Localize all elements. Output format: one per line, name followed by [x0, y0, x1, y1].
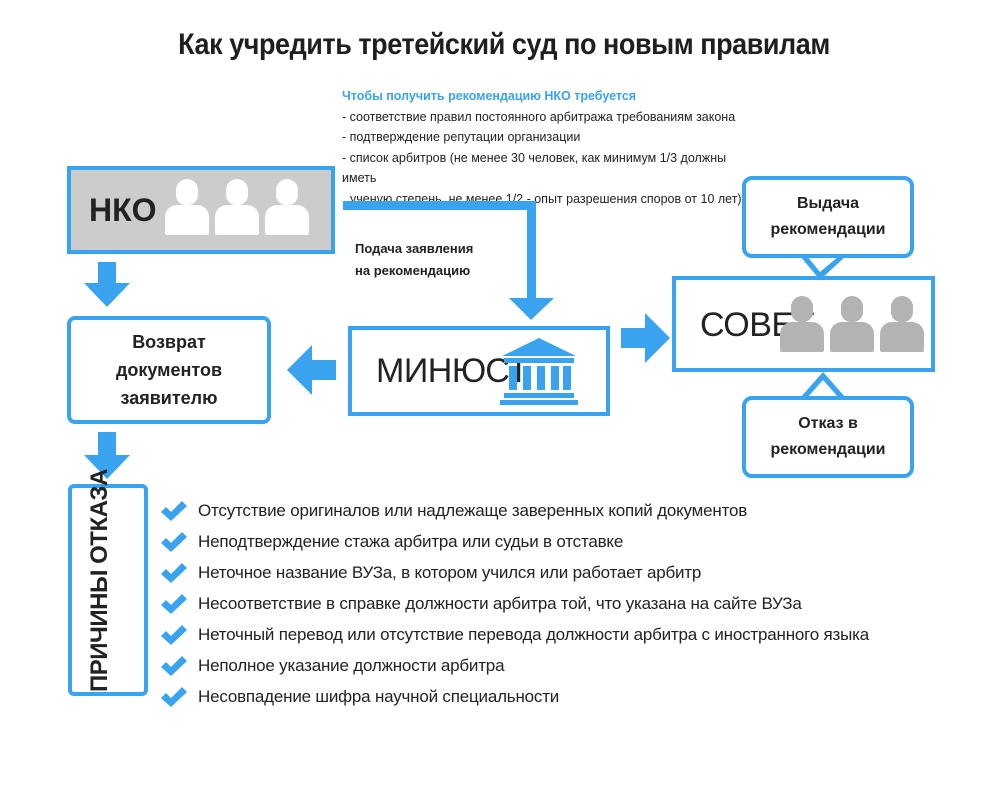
list-item: Несоответствие в справке должности арбит… — [160, 588, 869, 619]
return-documents-box: Возврат документов заявителю — [67, 316, 271, 424]
refusal-box: Отказ в рекомендации — [742, 396, 914, 478]
arrow-icon — [509, 298, 554, 320]
arrow-shaft — [98, 432, 116, 456]
issue-label-line: рекомендации — [770, 221, 886, 238]
issue-label-line: Выдача — [796, 195, 860, 212]
nko-box: НКО — [67, 166, 335, 254]
requirement-item: - список арбитров (не менее 30 человек, … — [342, 150, 727, 186]
check-icon — [161, 500, 187, 521]
reasons-title-box: ПРИЧИНЫ ОТКАЗА — [68, 469, 148, 696]
check-icon — [161, 624, 187, 645]
connector-line — [343, 201, 536, 210]
bubble-tail — [807, 256, 839, 272]
check-icon — [161, 655, 187, 676]
check-icon — [161, 593, 187, 614]
return-label-line: заявителю — [120, 388, 218, 408]
list-item: Неточный перевод или отсутствие перевода… — [160, 619, 869, 650]
issue-recommendation-box: Выдача рекомендации — [742, 176, 914, 258]
list-item: Неподтверждение стажа арбитра или судьи … — [160, 526, 869, 557]
people-icon — [780, 296, 924, 352]
arrow-shaft — [621, 328, 647, 348]
reason-text: Несовпадение шифра научной специальности — [198, 686, 560, 706]
minust-label: МИНЮСТ — [376, 352, 529, 390]
building-icon — [500, 338, 578, 405]
requirement-item: - соответствие правил постоянного арбитр… — [342, 109, 736, 124]
check-icon — [161, 531, 187, 552]
arrow-icon — [84, 455, 130, 479]
refusal-label-line: рекомендации — [770, 441, 886, 458]
refusal-label-line: Отказ в — [798, 415, 858, 432]
reasons-title: ПРИЧИНЫ ОТКАЗА — [86, 469, 113, 692]
edge-label-line: Подача заявления — [355, 241, 474, 256]
arrow-icon — [84, 283, 130, 307]
sovet-box: СОВЕТ — [672, 276, 935, 372]
bubble-tail — [807, 380, 839, 398]
arrow-shaft — [98, 262, 116, 284]
reason-text: Несоответствие в справке должности арбит… — [198, 593, 802, 613]
minust-box: МИНЮСТ — [348, 326, 610, 416]
check-icon — [161, 562, 187, 583]
reason-text: Неподтверждение стажа арбитра или судьи … — [198, 531, 624, 551]
requirements-title: Чтобы получить рекомендацию НКО требуетс… — [342, 89, 637, 103]
page-title: Как учредить третейский суд по новым пра… — [178, 28, 830, 61]
reason-text: Неточный перевод или отсутствие перевода… — [198, 624, 870, 644]
list-item: Неточное название ВУЗа, в котором учился… — [160, 557, 869, 588]
arrow-icon — [645, 313, 670, 363]
requirement-item: - подтверждение репутации организации — [342, 130, 581, 144]
arrow-shaft — [310, 360, 336, 380]
list-item: Отсутствие оригиналов или надлежаще заве… — [160, 495, 869, 526]
reason-text: Неточное название ВУЗа, в котором учился… — [198, 562, 702, 582]
list-item: Несовпадение шифра научной специальности — [160, 681, 869, 712]
edge-label: Подача заявления на рекомендацию — [355, 238, 473, 282]
nko-label: НКО — [89, 192, 157, 228]
edge-label-line: на рекомендацию — [355, 263, 471, 278]
check-icon — [161, 686, 187, 707]
reason-text: Отсутствие оригиналов или надлежаще заве… — [198, 500, 748, 520]
reason-text: Неполное указание должности арбитра — [198, 655, 505, 675]
connector-line — [527, 201, 536, 299]
return-label-line: документов — [115, 360, 223, 380]
people-icon — [165, 179, 309, 235]
return-label-line: Возврат — [132, 332, 206, 352]
list-item: Неполное указание должности арбитра — [160, 650, 869, 681]
reasons-list: Отсутствие оригиналов или надлежаще заве… — [160, 495, 869, 712]
arrow-icon — [287, 345, 312, 395]
